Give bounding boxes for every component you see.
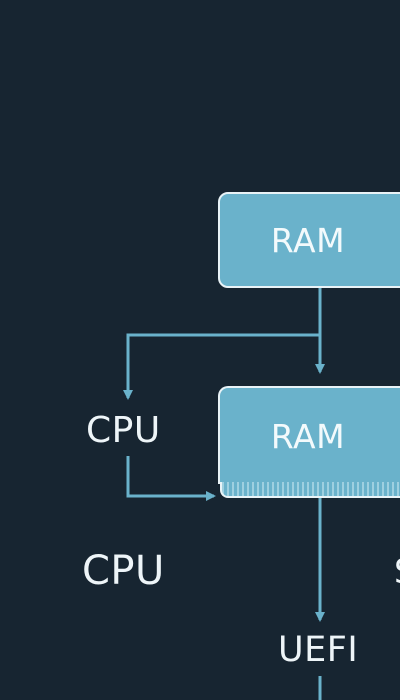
cpu-label-lower: CPU [82,548,165,594]
cut-off-edge-label: S [394,552,400,592]
arrow-ram-top-to-cpu [123,333,320,400]
uefi-label: UEFI [278,630,359,670]
ram-node-middle-pins [220,482,400,498]
ram-node-top-label: RAM [270,220,346,260]
arrow-cpu-to-ram-mid [126,456,216,501]
ram-node-middle-label: RAM [270,416,346,456]
ram-node-top: RAM [218,192,400,288]
cpu-label-upper: CPU [86,410,161,451]
ram-node-middle: RAM [218,386,400,484]
